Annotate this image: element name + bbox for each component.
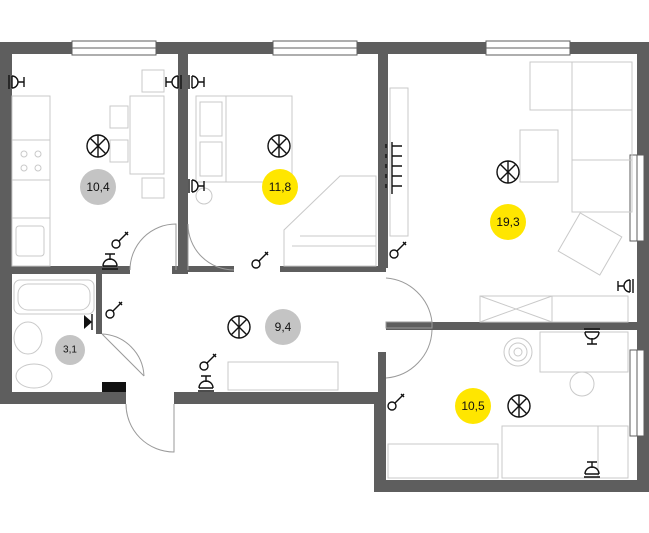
switch-icon [111, 231, 129, 249]
area-bedroom-1: 11,8 [269, 180, 292, 194]
area-hallway: 9,4 [275, 320, 292, 334]
ceiling-light-icon [496, 160, 520, 184]
area-living-room: 19,3 [496, 215, 520, 229]
area-labels: 10,4 11,8 19,3 3,1 9,4 10,5 [55, 169, 526, 424]
toilet [15, 363, 53, 389]
bed-1 [195, 95, 293, 183]
switch-icon [387, 393, 405, 411]
sink [13, 321, 43, 355]
tv-socket-icon [385, 142, 402, 194]
sockets [8, 75, 634, 478]
furniture [11, 61, 633, 479]
area-badge-bedroom-2: 10,5 [455, 388, 491, 424]
switch-icon [105, 301, 123, 319]
switches [105, 231, 407, 411]
socket-icon [584, 328, 600, 345]
area-badge-hallway: 9,4 [265, 309, 301, 345]
coffee-table [519, 129, 559, 183]
dining-table [129, 95, 165, 175]
switch-icon [389, 241, 407, 259]
kitchen-counter [11, 95, 51, 267]
area-bedroom-2: 10,5 [461, 399, 485, 413]
area-kitchen: 10,4 [86, 180, 110, 194]
plant [503, 337, 533, 367]
switch-icon [199, 353, 217, 371]
windows [71, 40, 645, 437]
area-badge-bathroom: 3,1 [55, 335, 85, 365]
socket-icon [102, 253, 118, 270]
area-badge-kitchen: 10,4 [80, 169, 116, 205]
ceiling-light-icon [86, 134, 110, 158]
ceiling-light-icon [227, 315, 251, 339]
area-badge-bedroom-1: 11,8 [262, 169, 298, 205]
ceiling-light-icon [267, 134, 291, 158]
bed-2 [501, 425, 629, 479]
bathtub [13, 279, 95, 315]
ceiling-light-icon [507, 394, 531, 418]
area-badge-living-room: 19,3 [490, 204, 526, 240]
socket-icon [188, 75, 205, 89]
valve-icon [84, 314, 93, 330]
area-bathroom: 3,1 [63, 345, 77, 356]
switch-icon [251, 251, 269, 269]
socket-icon [617, 279, 634, 293]
armchair [557, 212, 623, 276]
socket-icon [8, 75, 25, 89]
wardrobe-2 [387, 443, 499, 479]
desk [539, 331, 629, 373]
socket-icon [188, 179, 205, 193]
sofa [529, 61, 633, 111]
socket-icon [165, 75, 182, 89]
hallway-wardrobe [227, 361, 339, 391]
tv-unit [389, 87, 409, 237]
ceiling-lights [86, 134, 531, 418]
socket-icon [198, 375, 214, 392]
socket-icon [584, 461, 600, 478]
living-storage [479, 295, 629, 323]
doors [101, 223, 433, 453]
wardrobe-1 [283, 175, 377, 267]
